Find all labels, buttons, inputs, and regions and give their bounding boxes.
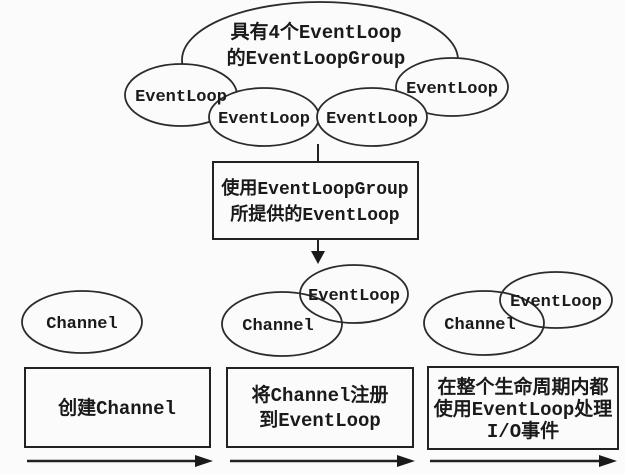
stage2-eventloop-label: EventLoop — [308, 287, 400, 306]
stage3-box-line1: 在整个生命周期内都 — [437, 375, 608, 399]
stage2-timeline-arrowhead — [397, 455, 415, 467]
eventloopgroup-title-line2: 的EventLoopGroup — [227, 46, 406, 70]
stage3-box — [427, 366, 619, 450]
provider-box-group: 使用EventLoopGroup 所提供的EventLoop — [212, 161, 419, 240]
provider-box-line1: 使用EventLoopGroup — [220, 178, 408, 200]
stage1-timeline-arrowhead — [195, 455, 213, 467]
eventloop-label-1: EventLoop — [135, 88, 227, 107]
stage1-channel-ellipse — [21, 290, 143, 354]
stage3-box-line2: 使用EventLoop处理 — [433, 397, 613, 421]
stage3-channel-label: Channel — [444, 316, 515, 335]
stage-3: EventLoop Channel 在整个生命周期内都 使用EventLoop处… — [423, 271, 619, 467]
eventloop-label-2: EventLoop — [218, 110, 310, 129]
stage-2: EventLoop Channel 将Channel注册 到EventLoop — [221, 264, 415, 467]
eventloopgroup-title-line1: 具有4个EventLoop — [230, 20, 401, 44]
stage3-box-line3: I/O事件 — [487, 419, 559, 443]
stage2-box — [226, 367, 414, 448]
stage2-channel-label: Channel — [242, 317, 313, 336]
stage1-channel-label: Channel — [46, 315, 117, 334]
stage3-timeline-arrowhead — [599, 455, 617, 467]
box-to-eventloop-arrow — [311, 239, 325, 264]
provider-box — [212, 161, 419, 240]
stage3-eventloop-ellipse — [499, 271, 613, 329]
provider-box-line2: 所提供的EventLoop — [230, 203, 399, 226]
stage2-box-line1: 将Channel注册 — [252, 383, 389, 407]
stage-1: Channel 创建Channel — [21, 290, 213, 467]
box-to-eventloop-arrowhead — [311, 251, 325, 264]
stage3-channel-ellipse — [423, 290, 545, 356]
stage1-box-line1: 创建Channel — [57, 396, 176, 420]
stage2-channel-ellipse — [221, 291, 343, 357]
eventloop-ellipse-4 — [395, 57, 509, 117]
eventloop-label-4: EventLoop — [406, 80, 498, 99]
stage3-eventloop-label: EventLoop — [510, 293, 602, 312]
eventloop-label-3: EventLoop — [326, 110, 418, 129]
stage2-box-line2: 到EventLoop — [259, 409, 381, 432]
eventloop-ellipse-3 — [316, 87, 428, 147]
stage1-box — [24, 367, 211, 448]
eventloopgroup-cluster: 具有4个EventLoop 的EventLoopGroup EventLoop … — [124, 1, 509, 147]
